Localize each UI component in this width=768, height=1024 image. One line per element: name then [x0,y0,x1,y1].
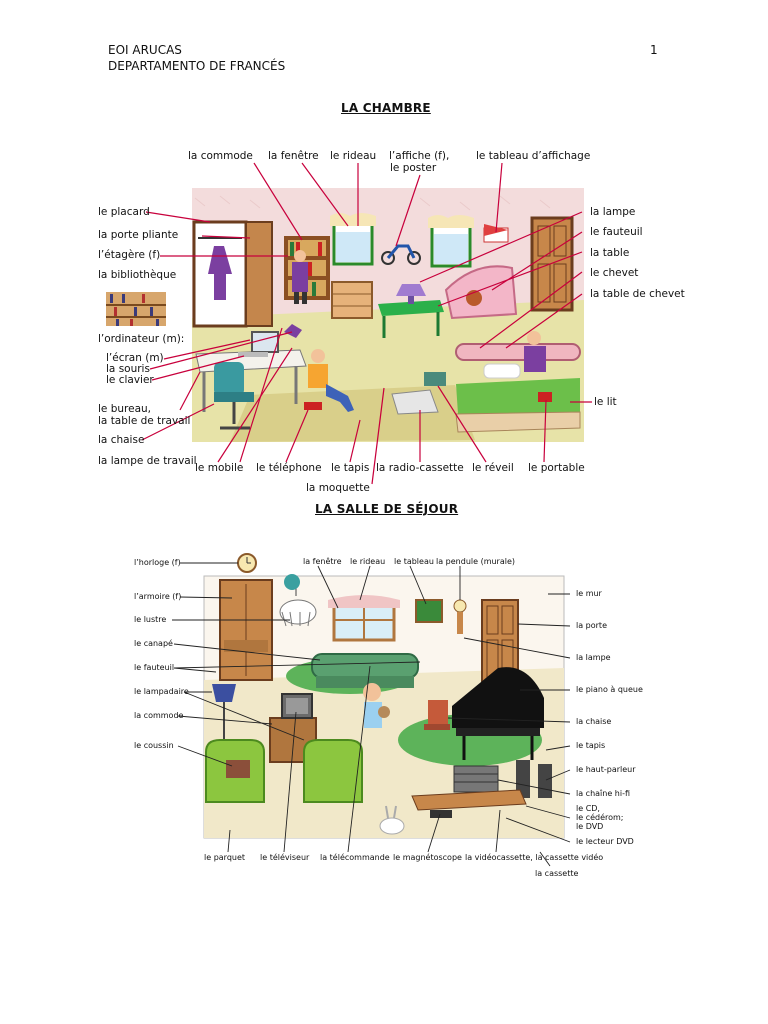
label-la-fenetre: la fenêtre [268,150,319,162]
label-canape: le canapé [134,639,173,648]
label-horloge: l’horloge (f) [134,558,181,567]
label-commode-salon: la commode [134,711,184,720]
department-name: DEPARTAMENTO DE FRANCÉS [108,59,286,73]
label-table-de-travail: la table de travail [98,415,191,427]
label-table-de-chevet: la table de chevet [590,288,685,300]
label-parquet: le parquet [204,853,246,862]
label-dvd: le DVD [576,822,604,831]
label-le-fauteuil: le fauteuil [590,226,643,238]
label-tableau: le tableau [394,557,434,566]
label-le-chevet: le chevet [590,267,639,279]
label-lecteur-dvd: le lecteur DVD [576,837,634,846]
label-bibliotheque: la bibliothèque [98,269,177,281]
label-cederom: le cédérom; [576,813,624,822]
section-title-chambre: LA CHAMBRE [341,101,431,115]
label-mur: le mur [576,589,602,598]
label-la-porte-pliante: la porte pliante [98,229,179,241]
label-coussin: le coussin [134,741,174,750]
label-le-portable: le portable [528,462,585,474]
label-le-reveil: le réveil [472,462,514,474]
label-bureau: le bureau, [98,403,152,415]
label-le-placard: le placard [98,206,150,218]
label-le-rideau: le rideau [330,150,377,162]
label-chaise-salon: la chaise [576,717,612,726]
label-ordinateur: l’ordinateur (m): [98,333,185,345]
label-piano: le piano à queue [576,685,643,694]
label-etagere: l’étagère (f) [98,249,161,261]
label-armoire: l’armoire (f) [134,592,182,601]
label-haut-parleur: le haut-parleur [576,765,636,774]
label-tableau-affichage: le tableau d’affichage [476,150,591,162]
label-le-telephone: le téléphone [256,462,322,474]
label-clavier: le clavier [106,374,154,386]
label-fenetre-salon: la fenêtre [303,557,342,566]
label-cassette: la cassette [535,869,579,878]
label-videocassette: la vidéocassette, la cassette vidéo [465,853,604,862]
label-la-moquette: la moquette [306,482,370,494]
label-la-table: la table [590,247,630,259]
label-pendule: la pendule (murale) [436,557,516,566]
section-title-salle-de-sejour: LA SALLE DE SÉJOUR [315,502,459,516]
label-tapis-salon: le tapis [576,741,606,750]
label-affiche: l’affiche (f), [389,150,450,162]
label-fauteuil-salon: le fauteuil [134,663,175,672]
label-rideau-salon: le rideau [350,557,386,566]
label-ecran: l’écran (m) [106,352,164,364]
label-le-mobile: le mobile [195,462,244,474]
label-lampe-salon: la lampe [576,653,611,662]
label-lampadaire: le lampadaire [134,687,189,696]
label-porte: la porte [576,621,607,630]
school-name: EOI ARUCAS [108,43,182,57]
label-lampe-de-travail: la lampe de travail [98,455,197,467]
label-chaine-hifi: la chaîne hi-fi [576,789,631,798]
label-la-chaise: la chaise [98,434,145,446]
label-la-commode: la commode [188,150,253,162]
page-number: 1 [650,43,658,57]
label-poster: le poster [390,162,437,174]
label-la-lampe: la lampe [590,206,636,218]
label-magnetoscope: le magnétoscope [393,853,462,862]
label-televiseur: le téléviseur [260,853,310,862]
label-souris: la souris [106,363,150,375]
label-le-tapis: le tapis [331,462,370,474]
label-radio-cassette: la radio-cassette [376,462,464,474]
label-telecommande: la télécommande [320,853,390,862]
label-cd: le CD, [576,804,600,813]
label-lustre: le lustre [134,615,167,624]
label-le-lit: le lit [594,396,617,408]
